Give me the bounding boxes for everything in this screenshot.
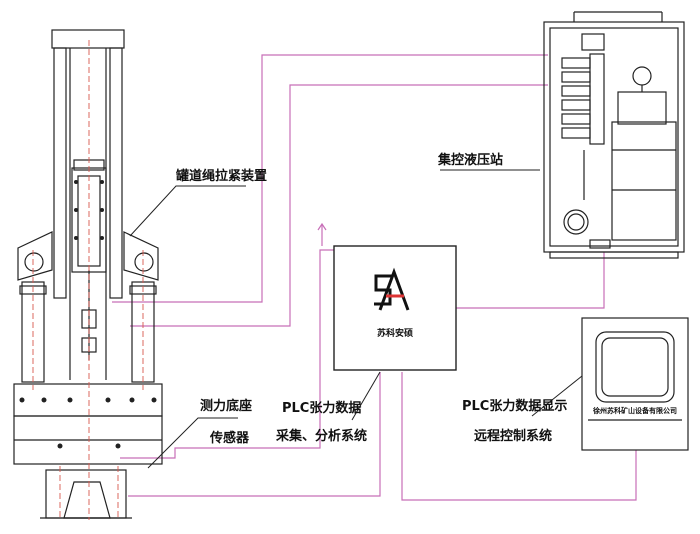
- bolt: [100, 208, 104, 212]
- valve-1: [561, 57, 591, 69]
- pump-motor: [611, 121, 677, 241]
- monitor-frame: [581, 317, 689, 451]
- tensioner-bolts: [19, 180, 157, 449]
- label-force-sensor-line2: 传感器: [209, 430, 250, 446]
- monitor-screen: [595, 331, 675, 403]
- logo-caption: 苏科安硕: [377, 327, 413, 339]
- signal-line-sensor-lower: [128, 372, 381, 497]
- leader-plc: [351, 371, 381, 421]
- bolt: [115, 443, 121, 449]
- station-gauge-block: [581, 33, 605, 51]
- leader-tensioner: [129, 185, 246, 237]
- pump-motor-top: [617, 91, 667, 125]
- bolt: [129, 397, 135, 403]
- valve-4: [561, 99, 591, 111]
- station-cabinet-inner: [549, 27, 679, 247]
- label-plc-display-line1: PLC张力数据显示: [462, 398, 567, 414]
- station-filter: [563, 209, 589, 235]
- bolt: [41, 397, 47, 403]
- valve-3: [561, 85, 591, 97]
- plc-display-monitor: [581, 317, 689, 451]
- signal-arrow-up-head: [317, 222, 327, 231]
- bracket-pin-left: [24, 252, 44, 272]
- monitor-screen-inner: [601, 337, 669, 397]
- bolt: [74, 236, 78, 240]
- label-plc-display-line2: 远程控制系统: [474, 428, 552, 444]
- station-filter-inner: [567, 213, 585, 231]
- bolt: [151, 397, 157, 403]
- bolt: [100, 180, 104, 184]
- bolt: [19, 397, 25, 403]
- tensioner-top-cap: [51, 29, 125, 49]
- tensioner-bracket-right: [123, 231, 159, 281]
- leader-display: [531, 375, 583, 417]
- label-plc-acq-line1: PLC张力数据: [282, 400, 361, 416]
- signal-line-plc-station: [456, 252, 605, 309]
- signal-line-sensor-upper: [120, 249, 334, 459]
- label-hydraulic-station: 集控液压站: [437, 152, 503, 168]
- bolt: [105, 397, 111, 403]
- tank-rope-tensioner-drawing: [13, 29, 163, 519]
- valve-6: [561, 127, 591, 139]
- bolt: [100, 236, 104, 240]
- bolt: [67, 397, 73, 403]
- monitor-caption: 徐州苏科矿山设备有限公司: [592, 406, 677, 415]
- pressure-gauge: [632, 66, 652, 86]
- bolt: [74, 180, 78, 184]
- label-tank-rope-tensioner: 罐道绳拉紧装置: [175, 168, 267, 184]
- force-sensor-seat: [45, 469, 127, 519]
- signal-line-tensioner-top: [112, 54, 548, 303]
- leader-sensor: [147, 417, 238, 469]
- machine-axis-lines: [32, 40, 144, 520]
- plc-acquisition-box: 苏科安硕: [333, 245, 457, 371]
- bolt: [57, 443, 63, 449]
- valve-manifold: [589, 53, 605, 145]
- label-force-sensor-line1: 测力底座: [200, 398, 252, 414]
- tensioner-bracket-left: [17, 231, 53, 281]
- leader-lines: [129, 169, 583, 469]
- hydraulic-station-drawing: [543, 11, 685, 259]
- force-sensor-cone: [63, 481, 111, 519]
- signal-line-plc-display: [401, 372, 637, 501]
- bolt: [74, 208, 78, 212]
- tensioner-base-plate: [13, 383, 163, 417]
- plc-box-frame: [333, 245, 457, 371]
- station-feet: [549, 251, 679, 259]
- valve-2: [561, 71, 591, 83]
- bracket-pin-right: [134, 252, 154, 272]
- label-plc-acq-line2: 采集、分析系统: [275, 428, 367, 444]
- valve-5: [561, 113, 591, 125]
- signal-lines: [112, 54, 637, 501]
- signal-line-tensioner-mid: [130, 84, 548, 327]
- logo-s: [374, 274, 392, 306]
- station-tank-outlet: [589, 239, 611, 249]
- tensioner-column-left: [53, 47, 67, 299]
- tensioner-column-right: [109, 47, 123, 299]
